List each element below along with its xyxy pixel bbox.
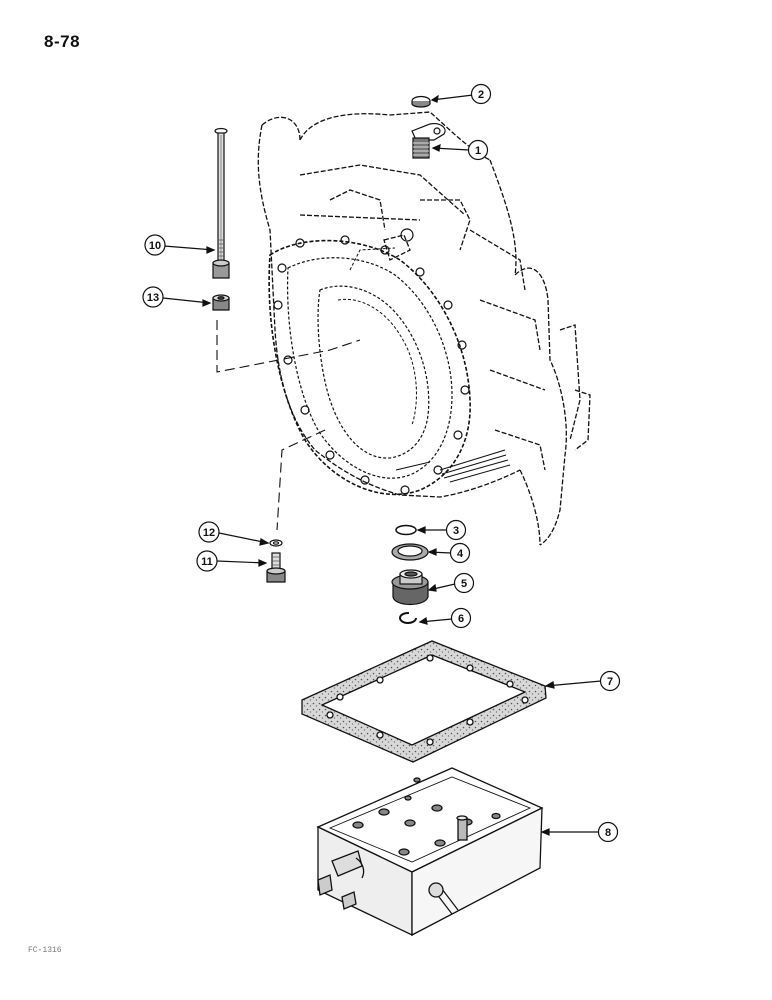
washer-part — [269, 539, 283, 547]
housing-hatching — [395, 449, 511, 483]
stud-assembly-line — [216, 320, 361, 373]
stud-part — [212, 127, 230, 279]
callout-group: 2 1 10 13 12 11 — [142, 83, 621, 843]
callout-6-label: 6 — [458, 613, 464, 625]
callout-8-label: 8 — [605, 827, 611, 839]
fitting-part — [411, 123, 446, 159]
figure-code: FC-1316 — [28, 946, 62, 955]
seal-ring-part — [391, 543, 429, 561]
valve-body-part — [316, 767, 544, 937]
plug-part — [411, 95, 431, 108]
callout-10-label: 10 — [149, 240, 161, 252]
snap-ring-part — [399, 611, 417, 624]
callout-13: 13 — [142, 286, 212, 308]
callout-3: 3 — [416, 519, 467, 541]
bell-housing-flange — [268, 239, 471, 496]
callout-3-label: 3 — [453, 525, 459, 537]
callout-2-label: 2 — [478, 89, 484, 101]
callout-6: 6 — [418, 607, 472, 629]
callout-1: 1 — [431, 139, 489, 161]
o-ring-part — [395, 524, 417, 536]
nut-part — [212, 294, 230, 311]
callout-4-label: 4 — [457, 548, 464, 560]
flange-bolt-holes — [273, 228, 470, 495]
page-number: 8-78 — [44, 32, 81, 51]
callout-12: 12 — [198, 521, 270, 546]
gasket-part — [301, 640, 547, 763]
callout-11: 11 — [196, 550, 268, 572]
callout-4: 4 — [427, 542, 471, 564]
callout-5: 5 — [427, 572, 475, 594]
bolt-part — [266, 552, 286, 583]
callout-10: 10 — [144, 234, 216, 256]
callout-7: 7 — [544, 670, 621, 692]
callout-5-label: 5 — [461, 578, 467, 590]
callout-2: 2 — [430, 83, 492, 105]
callout-8: 8 — [540, 821, 619, 843]
callout-7-label: 7 — [607, 676, 613, 688]
callout-12-label: 12 — [203, 527, 215, 539]
adapter-nut-part — [391, 569, 429, 606]
callout-13-label: 13 — [147, 292, 159, 304]
callout-11-label: 11 — [201, 556, 213, 568]
callout-1-label: 1 — [475, 145, 481, 157]
transmission-housing — [257, 111, 591, 546]
bolt-assembly-line — [276, 429, 326, 531]
